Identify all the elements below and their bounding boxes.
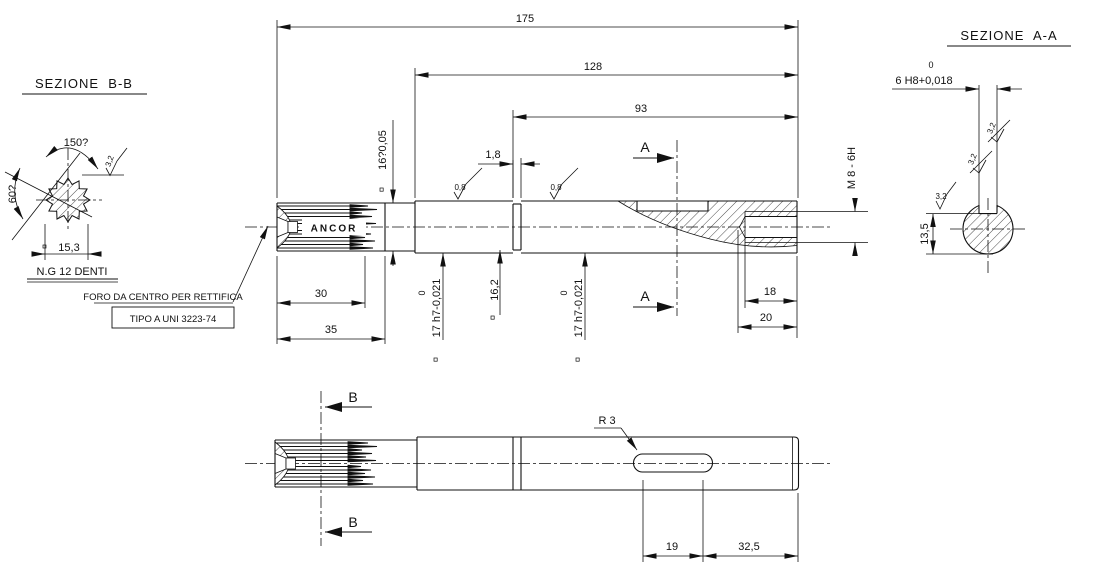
roughness-aa-2-value: 3,2 [966, 152, 979, 166]
key-depth-label: 13,5 [919, 223, 931, 244]
dim-groove-width-label: 1,8 [485, 149, 500, 161]
center-hole-detail-bottom [274, 441, 296, 486]
dim-groove-dia-label: 16,2 [489, 279, 501, 300]
dim-175-label: 175 [516, 13, 534, 25]
tapped-hole [739, 211, 797, 243]
section-bb: SEZIONE B-B 150? 60? 3,2 15,3 N.G 12 DEN… [4, 76, 147, 283]
dim-key-depth: 13,5 [919, 213, 993, 255]
spline-teeth-bottom [275, 441, 378, 486]
dim-32-5: 32,5 [703, 493, 799, 562]
dim-19: 19 [642, 480, 704, 562]
center-hole-detail [276, 205, 298, 249]
dim-18: 18 [745, 256, 798, 338]
roughness-b-value: 0,8 [550, 183, 562, 192]
diameter-glyph [490, 315, 495, 320]
section-hatch [618, 201, 797, 247]
note-line2: TIPO A UNI 3223-74 [130, 314, 217, 325]
key-width-label: 6 H8+0,018 [895, 75, 952, 87]
note-leader [232, 225, 269, 303]
dim-35-label: 35 [325, 324, 337, 336]
break-line [617, 200, 798, 248]
keyway-slot-plan [632, 453, 714, 473]
roughness-symbol-aa-2: 3,2 [966, 150, 993, 174]
roughness-symbol-aa-3: 3,2 [935, 181, 957, 210]
roughness-symbol-aa-1: 3,2 [985, 119, 1011, 143]
dim-15-3: 15,3 [31, 224, 102, 260]
cutting-plane-a: A A [633, 139, 678, 316]
dim-key-width: 0 6 H8+0,018 [892, 60, 1022, 205]
section-aa-title: SEZIONE A-A [960, 28, 1057, 43]
cut-a-bottom-label: A [640, 288, 650, 304]
dim-19-label: 19 [666, 541, 678, 553]
dim-20: 20 [738, 312, 797, 330]
roughness-a-value: 0,8 [454, 183, 466, 192]
cut-a-top-label: A [640, 139, 650, 155]
dim-175: 175 [276, 13, 799, 198]
spline-section-profile [45, 177, 91, 223]
front-view: ANCOR 0,8 0,8 [245, 13, 868, 362]
dim-radius-r3: R 3 [594, 415, 638, 451]
radius-label: R 3 [598, 415, 615, 427]
dim-spline-dia: 16?0,05 [377, 120, 396, 266]
dim-18-label: 18 [764, 286, 776, 298]
keyway-notch [636, 201, 709, 212]
diameter-glyph [433, 357, 438, 362]
roughness-symbol-bb: 3,2 [104, 147, 128, 177]
dim-128-label: 128 [584, 61, 602, 73]
diameter-glyph [575, 357, 580, 362]
cut-b-top-label: B [348, 389, 357, 405]
dim-groove-width: 1,8 [478, 149, 540, 198]
note-line1: FORO DA CENTRO PER RETTIFICA [83, 292, 243, 303]
dim-30-label: 30 [315, 288, 327, 300]
teeth-count-note: N.G 12 DENTI [37, 266, 108, 278]
dim-spline-dia-label: 16?0,05 [377, 130, 389, 170]
dim-thread-m8: M 8 - 6H [797, 147, 868, 256]
dim-dia17-left-label: 17 h7-0,021 [431, 279, 443, 338]
brand-label: ANCOR [311, 224, 358, 235]
section-aa: SEZIONE A-A 0 6 H8+0,018 3,2 3,2 3,2 [892, 28, 1071, 276]
angle-150-label: 150? [64, 137, 88, 149]
dim-128: 128 [414, 61, 798, 198]
dim-15-3-label: 15,3 [58, 242, 79, 254]
shaft-outline-bottom [274, 436, 800, 491]
dim-dia17-right-label: 17 h7-0,021 [573, 279, 585, 338]
angle-60-label: 60? [7, 185, 19, 203]
cutting-plane-b: B B [320, 389, 372, 546]
dim-30: 30 [276, 256, 366, 344]
dim-20-label: 20 [760, 312, 772, 324]
key-width-tol: 0 [928, 60, 933, 70]
thread-label: M 8 - 6H [846, 147, 858, 189]
roughness-symbol-a: 0,8 [453, 167, 483, 200]
brand-plate [302, 219, 366, 235]
dim-groove-dia: 16,2 [489, 250, 503, 320]
dim-dia17-right-tol: 0 [559, 290, 569, 295]
section-bb-title: SEZIONE B-B [35, 76, 133, 91]
diameter-glyph [42, 244, 47, 249]
dim-35: 35 [277, 256, 386, 344]
roughness-bb-value: 3,2 [104, 154, 116, 168]
dim-dia17-left-tol: 0 [417, 290, 427, 295]
roughness-aa-1-value: 3,2 [985, 121, 998, 135]
dim-dia17-right: 17 h7-0,021 0 [559, 253, 588, 362]
shaft-outline [276, 200, 798, 333]
center-hole-note: FORO DA CENTRO PER RETTIFICA TIPO A UNI … [83, 225, 269, 329]
roughness-aa-3-value: 3,2 [935, 192, 947, 201]
dim-93-label: 93 [635, 103, 647, 115]
diameter-glyph [379, 187, 384, 192]
bottom-view: R 3 19 32,5 B B [245, 389, 833, 562]
dim-32-5-label: 32,5 [738, 541, 759, 553]
roughness-symbol-b: 0,8 [549, 167, 579, 200]
cut-b-bottom-label: B [348, 514, 357, 530]
dim-dia17-left: 17 h7-0,021 0 [417, 253, 446, 362]
